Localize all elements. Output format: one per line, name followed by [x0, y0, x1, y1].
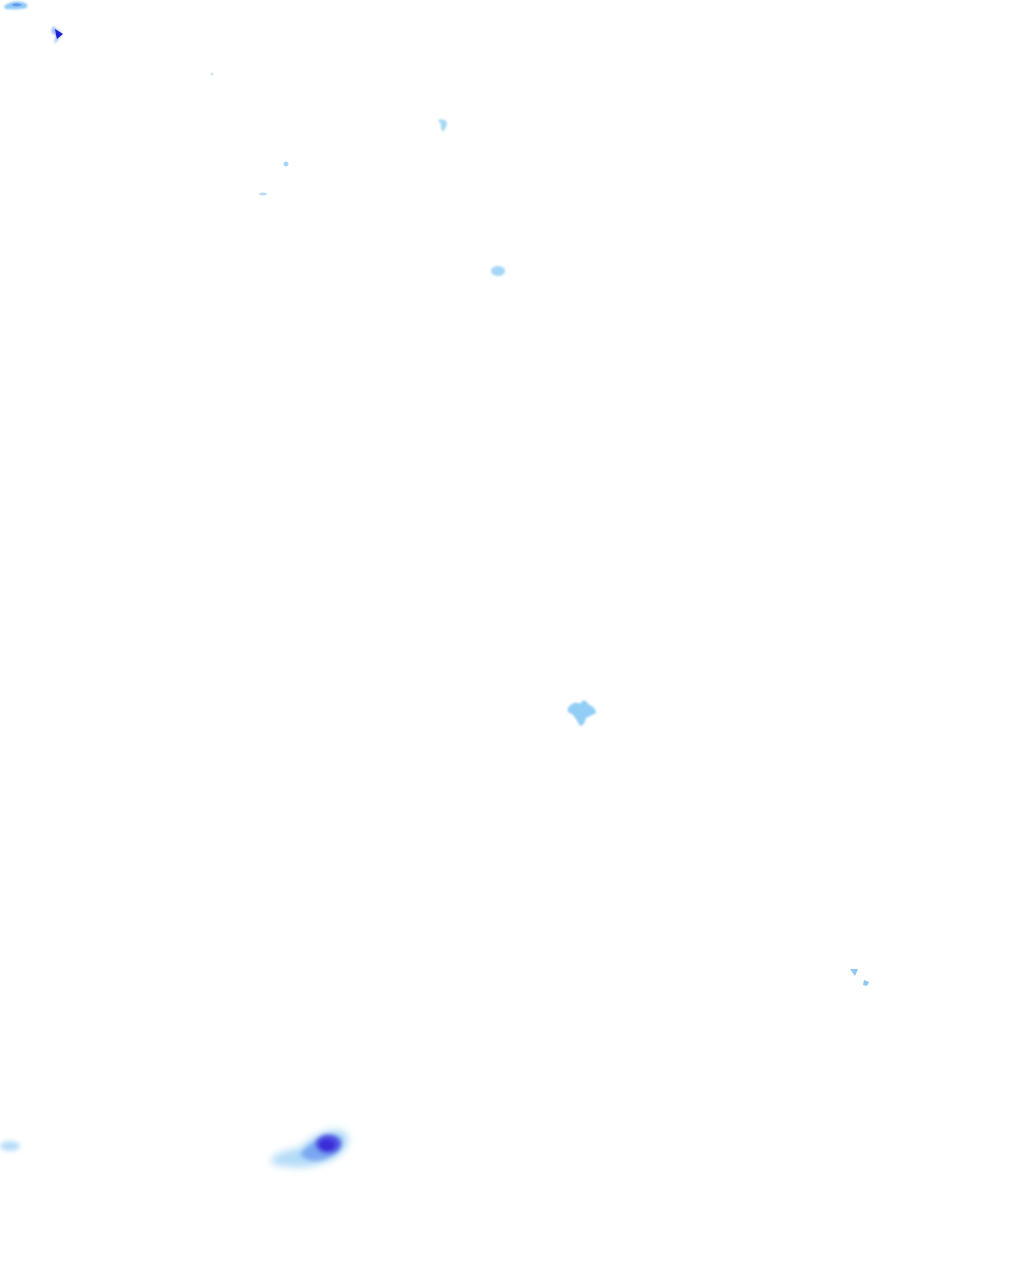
precip-cell-right-1	[850, 969, 858, 976]
precip-cell-right-2	[863, 980, 869, 986]
precip-cell-top-left-corner	[4, 1, 28, 10]
precip-speck-small-1	[283, 161, 289, 167]
precip-cell-light-small	[491, 266, 505, 276]
precip-speck-small-2	[259, 192, 267, 196]
precip-cell-intense-top-left	[51, 26, 63, 44]
precip-speck-faint	[210, 72, 214, 76]
precip-cell-storm-bottom	[270, 1129, 349, 1168]
precip-cell-left-edge	[0, 1141, 20, 1151]
precip-cell-upper-middle	[438, 119, 447, 132]
precip-cell-center	[567, 700, 596, 726]
